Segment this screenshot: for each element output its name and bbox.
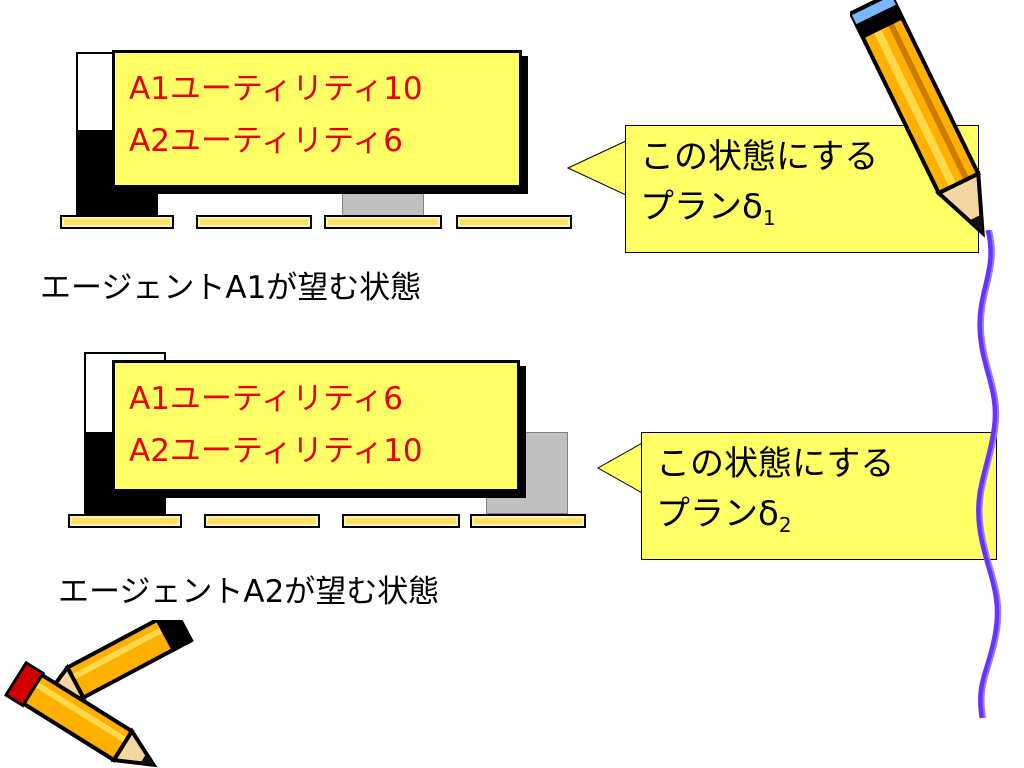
plan-subscript: 2	[778, 513, 792, 537]
table-slot	[60, 215, 174, 229]
table-slot	[324, 215, 442, 229]
table-slot	[204, 514, 320, 528]
callout-plan: プランδ1	[640, 182, 966, 232]
utility-line-a2: A2ユーティリティ10	[129, 433, 423, 469]
block-white	[76, 52, 118, 132]
callout-2: この状態にする プランδ2	[641, 432, 997, 560]
plan-label: プランδ	[640, 187, 763, 227]
table-slot	[68, 514, 182, 528]
table-slot	[470, 514, 586, 528]
block-gray	[342, 186, 424, 216]
utility-box-2: A1ユーティリティ6 A2ユーティリティ10	[112, 360, 520, 492]
utility-line-a1: A1ユーティリティ10	[129, 71, 423, 107]
caption-state-1: エージェントA1が望む状態	[40, 270, 422, 306]
plan-label: プランδ	[656, 494, 779, 534]
utility-line-a1: A1ユーティリティ6	[129, 381, 403, 417]
table-slot	[196, 215, 312, 229]
callout-pointer	[566, 139, 630, 197]
callout-plan: プランδ2	[656, 489, 984, 539]
callout-pointer	[596, 441, 646, 495]
wavy-line	[976, 230, 1002, 719]
pencils-icon	[3, 620, 194, 768]
table-slot	[342, 514, 460, 528]
caption-state-2: エージェントA2が望む状態	[58, 574, 440, 610]
utility-box-1: A1ユーティリティ10 A2ユーティリティ6	[112, 50, 522, 188]
callout-line: この状態にする	[656, 444, 895, 484]
plan-subscript: 1	[762, 206, 776, 230]
callout-line: この状態にする	[640, 137, 879, 177]
table-slot	[456, 215, 572, 229]
utility-line-a2: A2ユーティリティ6	[129, 123, 403, 159]
pencil-icon	[850, 0, 985, 238]
